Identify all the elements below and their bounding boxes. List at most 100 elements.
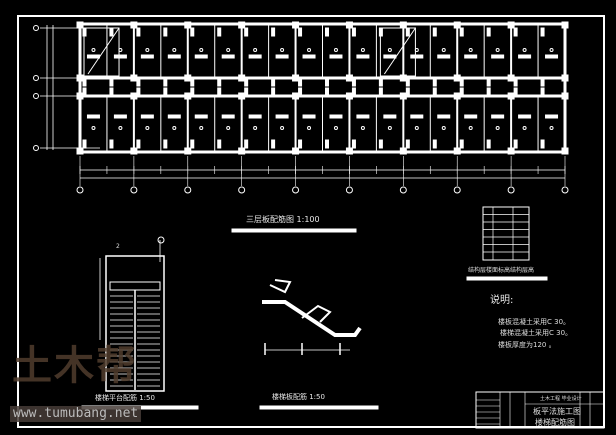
slab-mark	[307, 48, 312, 52]
rebar-mark	[437, 54, 451, 59]
floor-plan-title: 三层板配筋图 1:100	[246, 215, 320, 224]
column	[561, 92, 569, 100]
stair-opening	[379, 27, 416, 77]
rebar-mark	[109, 87, 114, 95]
column	[184, 74, 192, 82]
rebar-mark	[378, 27, 383, 37]
axis-bubble	[33, 93, 39, 99]
column	[453, 92, 461, 100]
column	[399, 74, 407, 82]
rebar-mark	[140, 54, 154, 59]
rebar-mark	[194, 114, 208, 119]
rebar-mark	[513, 27, 518, 37]
rebar-mark	[325, 79, 329, 87]
beam-section	[269, 279, 292, 294]
column	[507, 74, 515, 82]
stair-opening	[83, 27, 120, 77]
rebar-mark	[82, 87, 87, 95]
rebar-mark	[163, 27, 168, 37]
rebar-mark	[545, 114, 559, 119]
slab-mark	[522, 126, 527, 130]
column	[238, 147, 246, 155]
rebar-mark	[464, 54, 478, 59]
rebar-mark	[432, 27, 437, 37]
rebar-mark	[86, 54, 100, 59]
axis-bubble	[453, 186, 461, 194]
column	[561, 147, 569, 155]
slab-mark	[468, 126, 473, 130]
slab-mark	[199, 126, 204, 130]
slab-mark	[333, 126, 338, 130]
column	[507, 92, 515, 100]
rebar-mark	[298, 87, 303, 95]
rebar-mark	[244, 79, 249, 87]
column	[238, 92, 246, 100]
slab-mark	[549, 48, 554, 52]
beam-section	[301, 304, 332, 323]
platform-title: 楼梯平台配筋 1:50	[95, 394, 155, 402]
axis-bubble	[130, 186, 138, 194]
rebar-mark	[432, 139, 437, 149]
rebar-mark	[378, 139, 383, 149]
rebar-mark	[459, 87, 464, 95]
rebar-mark	[378, 87, 383, 95]
rebar-mark	[109, 27, 114, 37]
rebar-mark	[464, 114, 478, 119]
rebar-mark	[244, 87, 249, 95]
column	[345, 147, 353, 155]
column	[507, 21, 515, 29]
title-block-sheet-title-2: 楼梯配筋图	[535, 418, 575, 427]
rebar-mark	[275, 54, 289, 59]
stair-slab-title: 楼梯板配筋 1:50	[272, 393, 325, 401]
stair-diagonal	[87, 27, 120, 75]
section-mark: 2	[116, 243, 120, 250]
rebar-mark	[217, 27, 222, 37]
slab-mark	[145, 126, 150, 130]
rebar-mark	[356, 114, 370, 119]
slab-mark	[414, 126, 419, 130]
rebar-mark	[82, 27, 87, 37]
rebar-mark	[109, 139, 114, 149]
slab-mark	[387, 48, 392, 52]
column	[561, 74, 569, 82]
rebar-mark	[217, 79, 222, 87]
title-underline	[259, 405, 379, 410]
axis-bubble	[238, 186, 246, 194]
column	[184, 21, 192, 29]
sheet-border	[17, 15, 605, 428]
column	[130, 74, 138, 82]
column	[399, 21, 407, 29]
rebar-mark	[271, 139, 276, 149]
platform-beam	[109, 281, 161, 291]
column	[453, 21, 461, 29]
slab-mark	[199, 48, 204, 52]
rebar-mark	[221, 54, 235, 59]
column	[76, 147, 84, 155]
rebar-mark	[513, 139, 518, 149]
rebar-mark	[244, 27, 249, 37]
column	[184, 147, 192, 155]
rebar-mark	[271, 79, 276, 87]
slab-mark	[522, 48, 527, 52]
column	[184, 92, 192, 100]
axis-bubble	[184, 186, 192, 194]
rebar-mark	[329, 54, 343, 59]
slab-mark	[360, 48, 365, 52]
slab-mark	[495, 48, 500, 52]
note-2: 楼梯混凝土采用C 30。	[500, 329, 573, 337]
slab-mark	[91, 48, 96, 52]
level-table	[482, 206, 530, 261]
rebar-mark	[302, 54, 316, 59]
slab-mark	[172, 126, 177, 130]
rebar-mark	[221, 114, 235, 119]
platform-outline	[105, 255, 165, 392]
rebar-mark	[383, 54, 397, 59]
rebar-mark	[302, 114, 316, 119]
column	[292, 147, 300, 155]
rebar-mark	[540, 87, 545, 95]
axis-bubble	[157, 236, 165, 244]
rebar-mark	[190, 139, 195, 149]
rebar-mark	[167, 114, 181, 119]
slab-mark	[118, 126, 123, 130]
